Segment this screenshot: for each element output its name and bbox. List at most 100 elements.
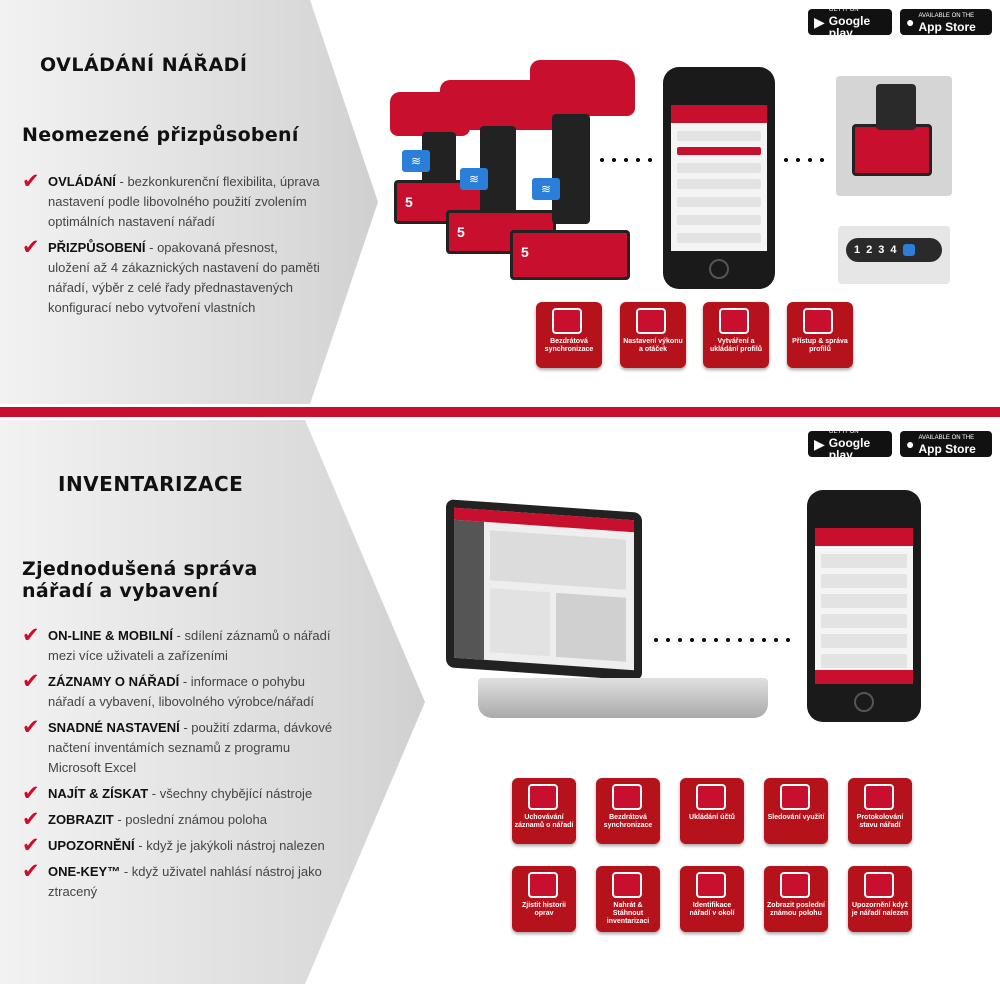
tool-closeup-image — [836, 76, 952, 196]
tile-label: Zjistit historii oprav — [522, 902, 566, 917]
feature-text: - opakovaná přesnost, uložení až 4 zákaz… — [48, 240, 320, 315]
feature-title: OVLÁDÁNÍ — [48, 174, 116, 189]
apple-icon: ● — [906, 436, 915, 452]
checkmark-icon: ✔ — [22, 781, 40, 805]
floppy-disk-icon — [719, 308, 749, 334]
section-title: INVENTARIZACE — [58, 472, 244, 496]
feature-text: - použití zdarma, dávkové načtení invent… — [48, 720, 333, 775]
checkmark-icon: ✔ — [22, 715, 40, 739]
feature-item: ✔ ZÁZNAMY O NÁŘADÍ - informace o pohybu n… — [22, 669, 342, 712]
tile-status-log: Protokolování stavu nářadí — [848, 778, 912, 844]
section-divider — [0, 404, 1000, 420]
checkmark-icon: ✔ — [22, 169, 40, 193]
laptop-keyboard — [478, 678, 768, 718]
feature-text: - poslední známou poloha — [113, 812, 267, 827]
tile-record-keeping: Uchovávání záznamů o nářadí — [512, 778, 576, 844]
tile-label: Ukládání účtů — [689, 814, 735, 821]
wireless-icon — [612, 784, 642, 810]
feature-text: - když je jakýkoli nástroj nalezen — [134, 838, 325, 853]
receipt-icon — [696, 784, 726, 810]
feature-item: ✔ ONE-KEY™ - když uživatel nahlásí nástro… — [22, 859, 342, 902]
checkmark-icon: ✔ — [22, 669, 40, 693]
tile-label: Identifikace nářadí v okolí — [689, 902, 735, 917]
connector-dots — [596, 158, 656, 162]
feature-list: ✔ON-LINE & MOBILNÍ - sdílení záznamů o n… — [22, 623, 342, 908]
feature-item: ✔ PŘIZPŮSOBENÍ - opakovaná přesnost, ulo… — [22, 235, 322, 318]
feature-text: - informace o pohybu nářadí a vybavení, … — [48, 674, 314, 709]
feature-title: UPOZORNĚNÍ — [48, 838, 135, 853]
wifi-icon: ≋ — [402, 150, 430, 172]
camera-icon — [528, 872, 558, 898]
badge-small-text: GET IT ON — [828, 428, 859, 435]
connector-dots — [650, 638, 792, 642]
feature-item: ✔UPOZORNĚNÍ - když je jakýkoli nástroj n… — [22, 835, 342, 856]
checkmark-icon: ✔ — [22, 859, 40, 883]
smartphone-app — [663, 67, 775, 289]
tile-wireless-sync: Bezdrátová synchronizace — [596, 778, 660, 844]
tile-label: Nastavení výkonu a otáček — [623, 338, 683, 353]
badge-small-text: GET IT ON — [828, 6, 859, 13]
connector-dots — [780, 158, 830, 162]
bell-icon — [864, 872, 894, 898]
radar-icon — [696, 872, 726, 898]
play-icon: ▶ — [814, 436, 825, 452]
feature-title: NAJÍT & ZÍSKAT — [48, 786, 149, 801]
slot-number: 1 — [854, 244, 861, 256]
badge-big-text: App Store — [918, 19, 976, 34]
inventory-section: INVENTARIZACE Zjednodušená správa nářadí… — [0, 420, 1000, 984]
tile-label: Upozornění když je nářadí nalezen — [851, 902, 909, 917]
feature-title: SNADNÉ NASTAVENÍ — [48, 720, 180, 735]
badge-small-text: Available on the — [918, 434, 975, 441]
profile-slot-panel: 1 2 3 4 — [838, 226, 950, 284]
section-subtitle-line1: Zjednodušená správa — [22, 558, 258, 580]
checkmark-icon: ✔ — [22, 623, 40, 647]
feature-title: PŘIZPŮSOBENÍ — [48, 240, 146, 255]
app-store-badge[interactable]: ● Available on theApp Store — [900, 431, 992, 457]
tile-nearby-tools: Identifikace nářadí v okolí — [680, 866, 744, 932]
feature-item: ✔ON-LINE & MOBILNÍ - sdílení záznamů o n… — [22, 623, 342, 666]
home-button-icon — [854, 692, 874, 712]
chevron-background — [0, 0, 378, 404]
feature-title: ONE-KEY™ — [48, 864, 121, 879]
tile-save-profiles: Vytváření a ukládání profilů — [703, 302, 769, 368]
smartphone-app — [807, 490, 921, 722]
laptop-image — [446, 499, 642, 681]
feature-item: ✔NAJÍT & ZÍSKAT - všechny chybějící nást… — [22, 781, 342, 805]
tile-found-alert: Upozornění když je nářadí nalezen — [848, 866, 912, 932]
badge-big-text: Google play — [828, 435, 871, 462]
tile-label: Protokolování stavu nářadí — [856, 814, 904, 829]
tile-usage-tracking: Sledování využití — [764, 778, 828, 844]
tile-speed-settings: Nastavení výkonu a otáček — [620, 302, 686, 368]
badge-big-text: App Store — [918, 441, 976, 456]
tile-profile-access: Přístup & správa profilů — [787, 302, 853, 368]
feature-text: - bezkonkurenční flexibilita, úprava nas… — [48, 174, 320, 229]
cloud-icon — [803, 308, 833, 334]
tile-last-location: Zobrazit poslední známou polohu — [764, 866, 828, 932]
battery-label: 5 — [510, 230, 630, 280]
app-store-badge[interactable]: ● Available on theApp Store — [900, 9, 992, 35]
tile-label: Uchovávání záznamů o nářadí — [514, 814, 574, 829]
badge-small-text: Available on the — [918, 12, 975, 19]
slot-number: 2 — [866, 244, 873, 256]
wifi-icon: ≋ — [460, 168, 488, 190]
tile-save-accounts: Ukládání účtů — [680, 778, 744, 844]
play-icon: ▶ — [814, 14, 825, 30]
feature-item: ✔ SNADNÉ NASTAVENÍ - použití zdarma, dávk… — [22, 715, 342, 778]
feature-text: - když uživatel nahlásí nástroj jako ztr… — [48, 864, 322, 899]
feature-title: ZÁZNAMY O NÁŘADÍ — [48, 674, 180, 689]
feature-text: - sdílení záznamů o nářadí mezi více uži… — [48, 628, 331, 663]
feature-list: ✔ OVLÁDÁNÍ - bezkonkurenční flexibilita,… — [22, 169, 322, 324]
tile-label: Sledování využití — [767, 814, 825, 821]
badge-big-text: Google play — [828, 13, 871, 40]
section-title: OVLÁDÁNÍ NÁŘADÍ — [40, 54, 248, 76]
feature-item: ✔ OVLÁDÁNÍ - bezkonkurenční flexibilita,… — [22, 169, 322, 232]
wireless-icon — [552, 308, 582, 334]
wifi-icon: ≋ — [532, 178, 560, 200]
tile-repair-history: Zjistit historii oprav — [512, 866, 576, 932]
checkmark-icon: ✔ — [22, 235, 40, 259]
section-subtitle-line2: nářadí a vybavení — [22, 580, 219, 602]
map-pin-icon — [780, 872, 810, 898]
feature-item: ✔ZOBRAZIT - poslední známou poloha — [22, 809, 342, 830]
